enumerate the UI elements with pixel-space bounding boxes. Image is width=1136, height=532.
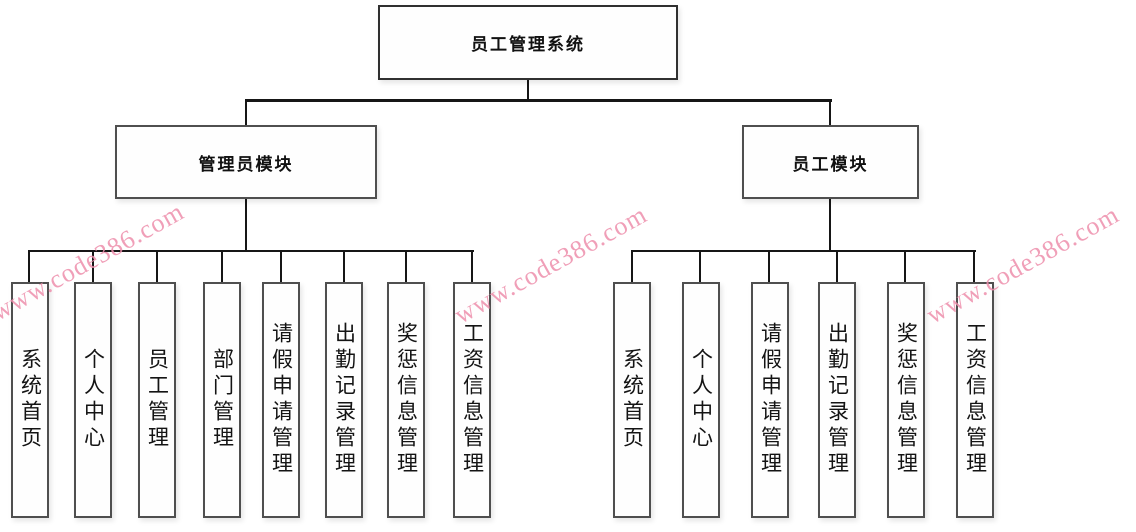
node-admin-personal-center: 个人中心 <box>74 282 112 518</box>
leaf-label: 请假申请管理 <box>758 322 783 478</box>
node-admin-department-management: 部门管理 <box>203 282 241 518</box>
connector-employee-leaf-drop-6 <box>973 250 975 283</box>
connector-employee-module-drop-top <box>829 99 831 125</box>
leaf-label: 奖惩信息管理 <box>394 322 419 478</box>
leaf-label: 出勤记录管理 <box>332 322 357 478</box>
connector-admin-leaf-drop-7 <box>405 250 407 282</box>
node-employee-attendance-record-management: 出勤记录管理 <box>818 282 856 518</box>
leaf-label: 个人中心 <box>81 348 106 452</box>
connector-employee-hbar <box>631 250 976 252</box>
connector-admin-leaf-drop-3 <box>156 250 158 282</box>
connector-employee-leaf-drop-5 <box>904 250 906 283</box>
node-employee-salary-info-management: 工资信息管理 <box>956 282 994 518</box>
leaf-label: 工资信息管理 <box>963 322 988 478</box>
leaf-label: 员工管理 <box>145 348 170 452</box>
leaf-label: 个人中心 <box>689 348 714 452</box>
connector-employee-leaf-drop-2 <box>699 250 701 283</box>
connector-admin-leaf-drop-6 <box>343 250 345 282</box>
connector-employee-leaf-drop-4 <box>836 250 838 283</box>
node-employee-module: 员工模块 <box>742 125 919 199</box>
watermark-right: www.code386.com <box>921 199 1125 330</box>
connector-employee-module-drop-bottom <box>829 199 831 251</box>
node-admin-salary-info-management: 工资信息管理 <box>453 282 491 518</box>
connector-employee-leaf-drop-3 <box>768 250 770 283</box>
connector-level1-hbar <box>245 99 832 102</box>
connector-admin-module-drop-bottom <box>245 199 247 251</box>
node-employee-leave-application-management: 请假申请管理 <box>751 282 789 518</box>
leaf-label: 系统首页 <box>18 348 43 452</box>
leaf-label: 奖惩信息管理 <box>894 322 919 478</box>
node-root-system: 员工管理系统 <box>378 5 678 80</box>
connector-admin-leaf-drop-1 <box>28 250 30 282</box>
connector-admin-leaf-drop-8 <box>471 250 473 282</box>
leaf-label: 部门管理 <box>210 348 235 452</box>
connector-admin-leaf-drop-2 <box>92 250 94 282</box>
node-admin-system-home: 系统首页 <box>11 282 49 518</box>
connector-root-drop <box>527 80 529 101</box>
node-employee-system-home: 系统首页 <box>613 282 651 518</box>
employee-module-label: 员工模块 <box>792 154 869 174</box>
leaf-label: 出勤记录管理 <box>825 322 850 478</box>
node-admin-leave-application-management: 请假申请管理 <box>262 282 300 518</box>
connector-admin-leaf-drop-5 <box>280 250 282 282</box>
leaf-label: 系统首页 <box>620 348 645 452</box>
connector-admin-hbar <box>28 250 474 252</box>
root-label: 员工管理系统 <box>471 35 585 54</box>
leaf-label: 请假申请管理 <box>269 322 294 478</box>
node-employee-personal-center: 个人中心 <box>682 282 720 518</box>
leaf-label: 工资信息管理 <box>460 322 485 478</box>
node-employee-reward-punishment-info-management: 奖惩信息管理 <box>887 282 925 518</box>
node-admin-module: 管理员模块 <box>115 125 377 199</box>
node-admin-attendance-record-management: 出勤记录管理 <box>325 282 363 518</box>
node-admin-employee-management: 员工管理 <box>138 282 176 518</box>
connector-admin-module-drop-top <box>245 99 247 125</box>
connector-employee-leaf-drop-1 <box>631 250 633 283</box>
node-admin-reward-punishment-info-management: 奖惩信息管理 <box>387 282 425 518</box>
connector-admin-leaf-drop-4 <box>221 250 223 282</box>
admin-module-label: 管理员模块 <box>198 154 294 174</box>
